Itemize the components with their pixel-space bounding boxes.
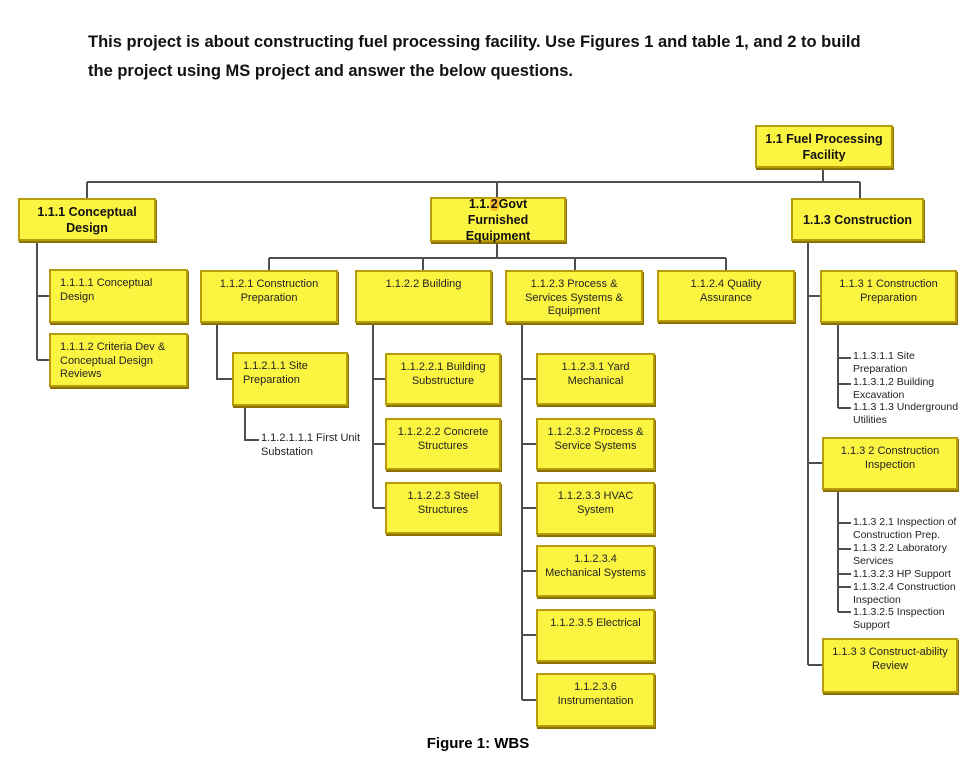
govt-label-rest: Govt Furnished Equipment bbox=[465, 196, 531, 243]
govt-label-prefix: 1.1. bbox=[468, 196, 490, 211]
node-1-1-1-1-conceptual-design: 1.1.1.1 Conceptual Design bbox=[49, 269, 188, 323]
intro-paragraph: This project is about constructing fuel … bbox=[88, 28, 888, 86]
node-1-1-2-3-2-process-service-systems: 1.1.2.3.2 Process & Service Systems bbox=[536, 418, 655, 470]
text-1-1-3-1-3-underground-utilities: 1.1.3 1.3 Underground Utilities bbox=[853, 401, 959, 426]
text-1-1-3-1-2-building-excavation: 1.1.3.1.2 Building Excavation bbox=[853, 376, 935, 401]
node-1-1-1-2-criteria-dev: 1.1.1.2 Criteria Dev & Conceptual Design… bbox=[49, 333, 188, 387]
node-1-1-2-3-1-yard-mechanical: 1.1.2.3.1 Yard Mechanical bbox=[536, 353, 655, 405]
node-1-1-2-3-process-services: 1.1.2.3 Process & Services Systems & Equ… bbox=[505, 270, 643, 323]
text-1-1-3-2-1-inspection-of-construction-prep: 1.1.3 2.1 Inspection of Construction Pre… bbox=[853, 516, 957, 541]
intro-line-2: the project using MS project and answer … bbox=[88, 62, 573, 80]
node-1-1-2-2-3-steel-structures: 1.1.2.2.3 Steel Structures bbox=[385, 482, 501, 534]
node-1-1-2-2-2-concrete-structures: 1.1.2.2.2 Concrete Structures bbox=[385, 418, 501, 470]
node-1-1-2-1-1-site-preparation: 1.1.2.1.1 Site Preparation bbox=[232, 352, 348, 406]
text-1-1-2-1-1-1-first-unit-substation: 1.1.2.1.1.1 First Unit Substation bbox=[261, 432, 361, 458]
node-1-1-2-2-building: 1.1.2.2 Building bbox=[355, 270, 492, 323]
node-1-1-2-1-construction-preparation: 1.1.2.1 Construction Preparation bbox=[200, 270, 338, 323]
node-govt-furnished-equipment: 1.1.2Govt Furnished Equipment bbox=[430, 196, 566, 244]
node-1-1-2-3-6-instrumentation: 1.1.2.3.6 Instrumentation bbox=[536, 673, 655, 727]
figure-caption: Figure 1: WBS bbox=[426, 735, 530, 752]
node-1-1-2-3-5-electrical: 1.1.2.3.5 Electrical bbox=[536, 609, 655, 662]
node-1-1-2-2-1-building-substructure: 1.1.2.2.1 Building Substructure bbox=[385, 353, 501, 405]
text-1-1-3-1-1-site-preparation: 1.1.3.1.1 Site Preparation bbox=[853, 350, 915, 375]
node-1-1-3-2-construction-inspection: 1.1.3 2 Construction Inspection bbox=[822, 437, 958, 490]
node-1-1-2-3-4-mechanical-systems: 1.1.2.3.4 Mechanical Systems bbox=[536, 545, 655, 597]
text-1-1-3-2-4-construction-inspection: 1.1.3.2.4 Construction Inspection bbox=[853, 581, 956, 606]
node-construction: 1.1.3 Construction bbox=[791, 198, 924, 241]
node-conceptual-design: 1.1.1 Conceptual Design bbox=[18, 198, 156, 241]
text-1-1-3-2-5-inspection-support: 1.1.3.2.5 Inspection Support bbox=[853, 606, 945, 631]
node-govt-label: 1.1.2Govt Furnished Equipment bbox=[438, 196, 558, 244]
text-1-1-3-2-2-laboratory-services: 1.1.3 2.2 Laboratory Services bbox=[853, 542, 947, 567]
node-1-1-3-1-construction-preparation: 1.1.3 1 Construction Preparation bbox=[820, 270, 957, 323]
intro-line-1: This project is about constructing fuel … bbox=[88, 33, 861, 51]
node-1-1-2-4-quality-assurance: 1.1.2.4 Quality Assurance bbox=[657, 270, 795, 322]
node-fuel-processing-facility: 1.1 Fuel Processing Facility bbox=[755, 125, 893, 168]
node-1-1-3-3-constructability-review: 1.1.3 3 Construct-ability Review bbox=[822, 638, 958, 693]
text-1-1-3-2-3-hp-support: 1.1.3.2.3 HP Support bbox=[853, 568, 951, 580]
node-1-1-2-3-3-hvac-system: 1.1.2.3.3 HVAC System bbox=[536, 482, 655, 535]
govt-label-highlighted-digit: 2 bbox=[489, 196, 499, 211]
